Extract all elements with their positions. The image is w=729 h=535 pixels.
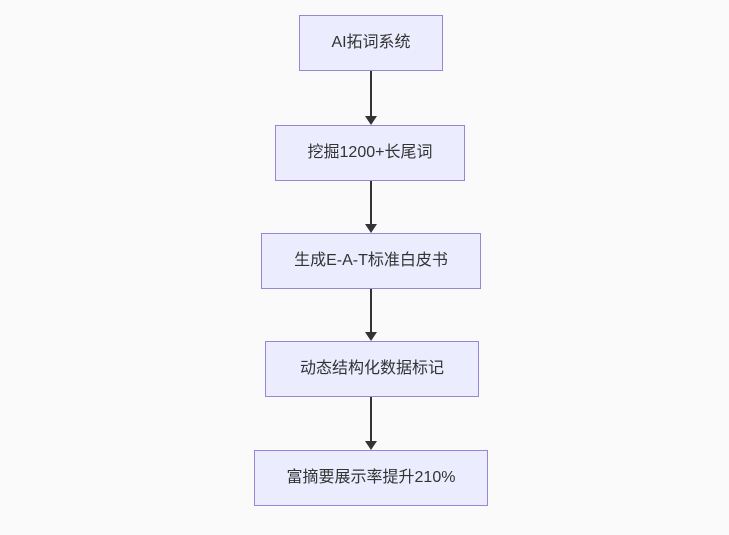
flow-node-structured-data-markup: 动态结构化数据标记 — [265, 341, 479, 397]
flow-node-longtail-keywords: 挖掘1200+长尾词 — [275, 125, 465, 181]
flow-node-label: 动态结构化数据标记 — [299, 360, 444, 377]
edge-line — [370, 397, 372, 442]
edge-line — [370, 71, 372, 117]
edge-arrow — [365, 71, 377, 125]
flow-node-label: 富摘要展示率提升210% — [286, 469, 456, 486]
edge-arrow — [365, 289, 377, 341]
arrowhead-down-icon — [365, 441, 377, 450]
flow-node-label: 生成E-A-T标准白皮书 — [294, 252, 448, 269]
flow-node-rich-snippet-result: 富摘要展示率提升210% — [254, 450, 488, 506]
edge-line — [370, 181, 372, 225]
flow-node-label: 挖掘1200+长尾词 — [307, 144, 433, 161]
arrowhead-down-icon — [365, 332, 377, 341]
arrowhead-down-icon — [365, 116, 377, 125]
flow-node-label: AI拓词系统 — [331, 34, 411, 51]
edge-arrow — [365, 181, 377, 233]
edge-line — [370, 289, 372, 333]
flow-node-eat-whitepaper: 生成E-A-T标准白皮书 — [261, 233, 481, 289]
flow-node-ai-keyword-system: AI拓词系统 — [299, 15, 443, 71]
edge-arrow — [365, 397, 377, 450]
arrowhead-down-icon — [365, 224, 377, 233]
